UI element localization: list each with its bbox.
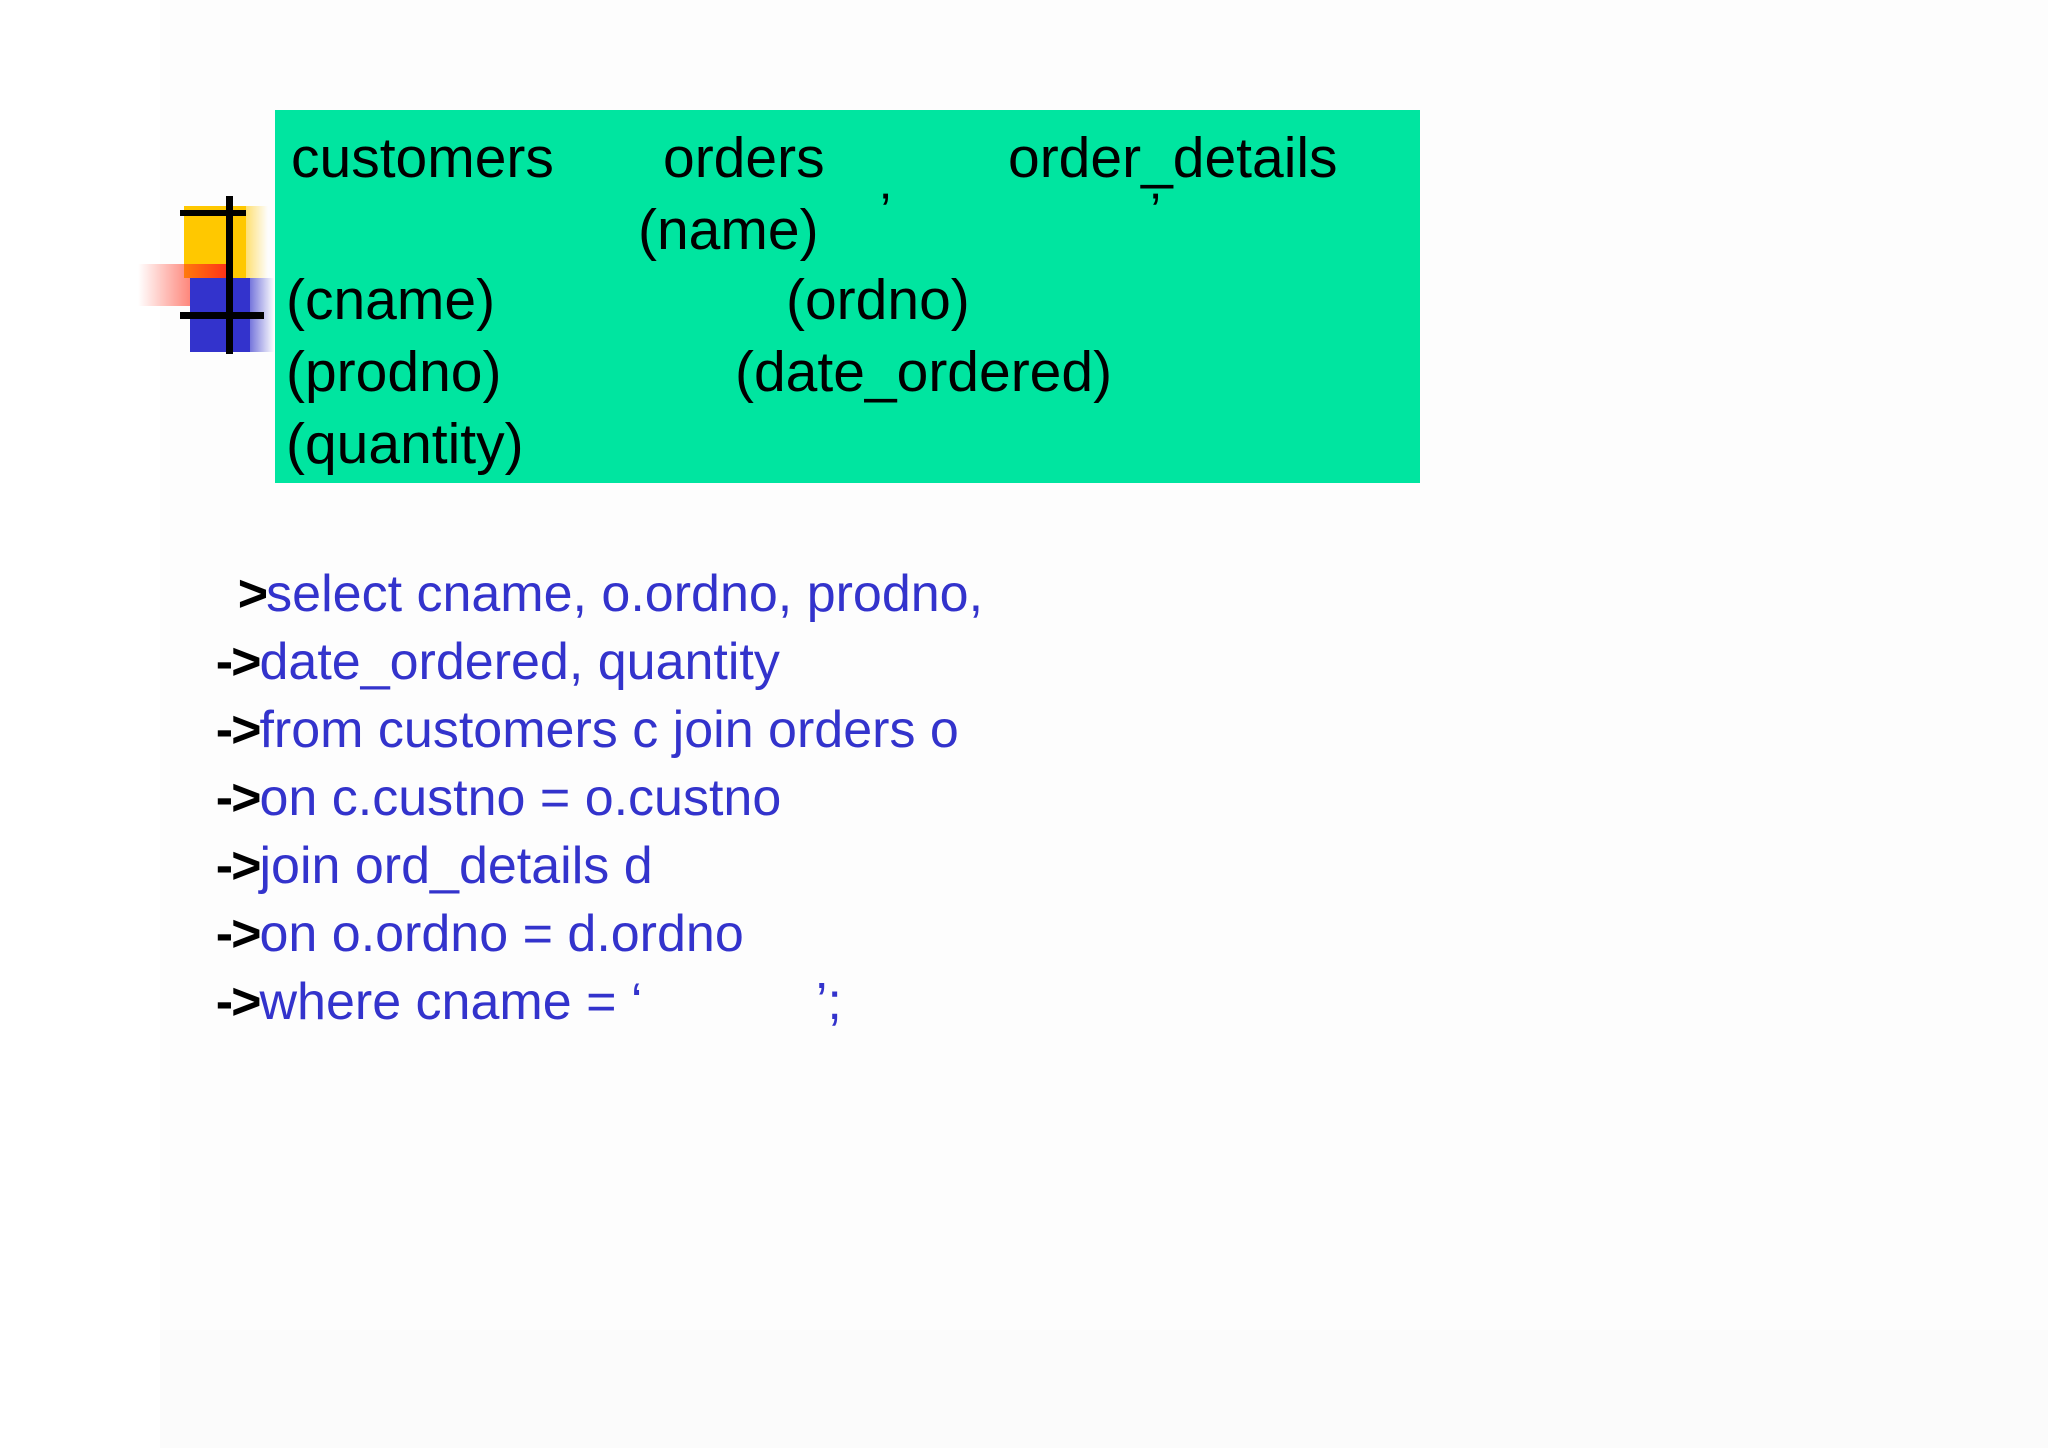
sql-prompt: -> <box>215 769 262 827</box>
logo-top-line <box>180 210 246 216</box>
sql-statement-text: join ord_details d <box>259 837 653 895</box>
page-left-margin <box>0 0 160 1448</box>
sql-line: ->where cname = ‘ ’; <box>158 900 1558 1031</box>
sql-prompt: -> <box>215 837 262 895</box>
schema-box: customers orders order_details (name) ’ … <box>275 110 1420 483</box>
sql-prompt: -> <box>215 905 262 963</box>
sql-statement-text: where cname = ‘ ’; <box>259 973 842 1031</box>
page-bottom-area <box>160 1330 2048 1448</box>
sql-prompt: -> <box>215 973 262 1031</box>
sql-line: >select cname, o.ordno, prodno, <box>158 492 1558 623</box>
sql-statement-text: select cname, o.ordno, prodno, <box>266 565 984 623</box>
sql-statement-text: on c.custno = o.custno <box>259 769 782 827</box>
sql-line: ->on o.ordno = d.ordno <box>158 832 1558 963</box>
logo-bottom-line <box>180 312 264 319</box>
quote-mark-first: ’ <box>880 183 892 239</box>
logo-vertical-line <box>226 196 233 354</box>
column-cname: (cname) <box>286 268 496 332</box>
quote-mark-second: ’ <box>1150 183 1162 239</box>
table-name-customers: customers <box>291 126 554 190</box>
sql-statement-text: from customers c join orders o <box>259 701 959 759</box>
column-name: (name) <box>638 198 819 262</box>
table-name-orders: orders <box>663 126 825 190</box>
column-date-ordered: (date_ordered) <box>735 340 1113 404</box>
sql-query-block: >select cname, o.ordno, prodno, ->date_o… <box>158 492 1558 1031</box>
column-ordno: (ordno) <box>786 268 970 332</box>
logo-yellow-gradient <box>228 206 268 278</box>
decorative-logo <box>138 196 288 356</box>
sql-prompt: > <box>237 565 268 623</box>
sql-line: ->date_ordered, quantity <box>158 560 1558 691</box>
sql-statement-text: on o.ordno = d.ordno <box>259 905 744 963</box>
sql-line: ->join ord_details d <box>158 764 1558 895</box>
sql-statement-text: date_ordered, quantity <box>259 633 780 691</box>
sql-prompt: -> <box>215 633 262 691</box>
sql-prompt: -> <box>215 701 262 759</box>
column-quantity: (quantity) <box>286 412 524 476</box>
sql-line: ->from customers c join orders o <box>158 628 1558 759</box>
column-prodno: (prodno) <box>286 340 502 404</box>
sql-line: ->on c.custno = o.custno <box>158 696 1558 827</box>
table-name-order-details: order_details <box>1008 126 1338 190</box>
